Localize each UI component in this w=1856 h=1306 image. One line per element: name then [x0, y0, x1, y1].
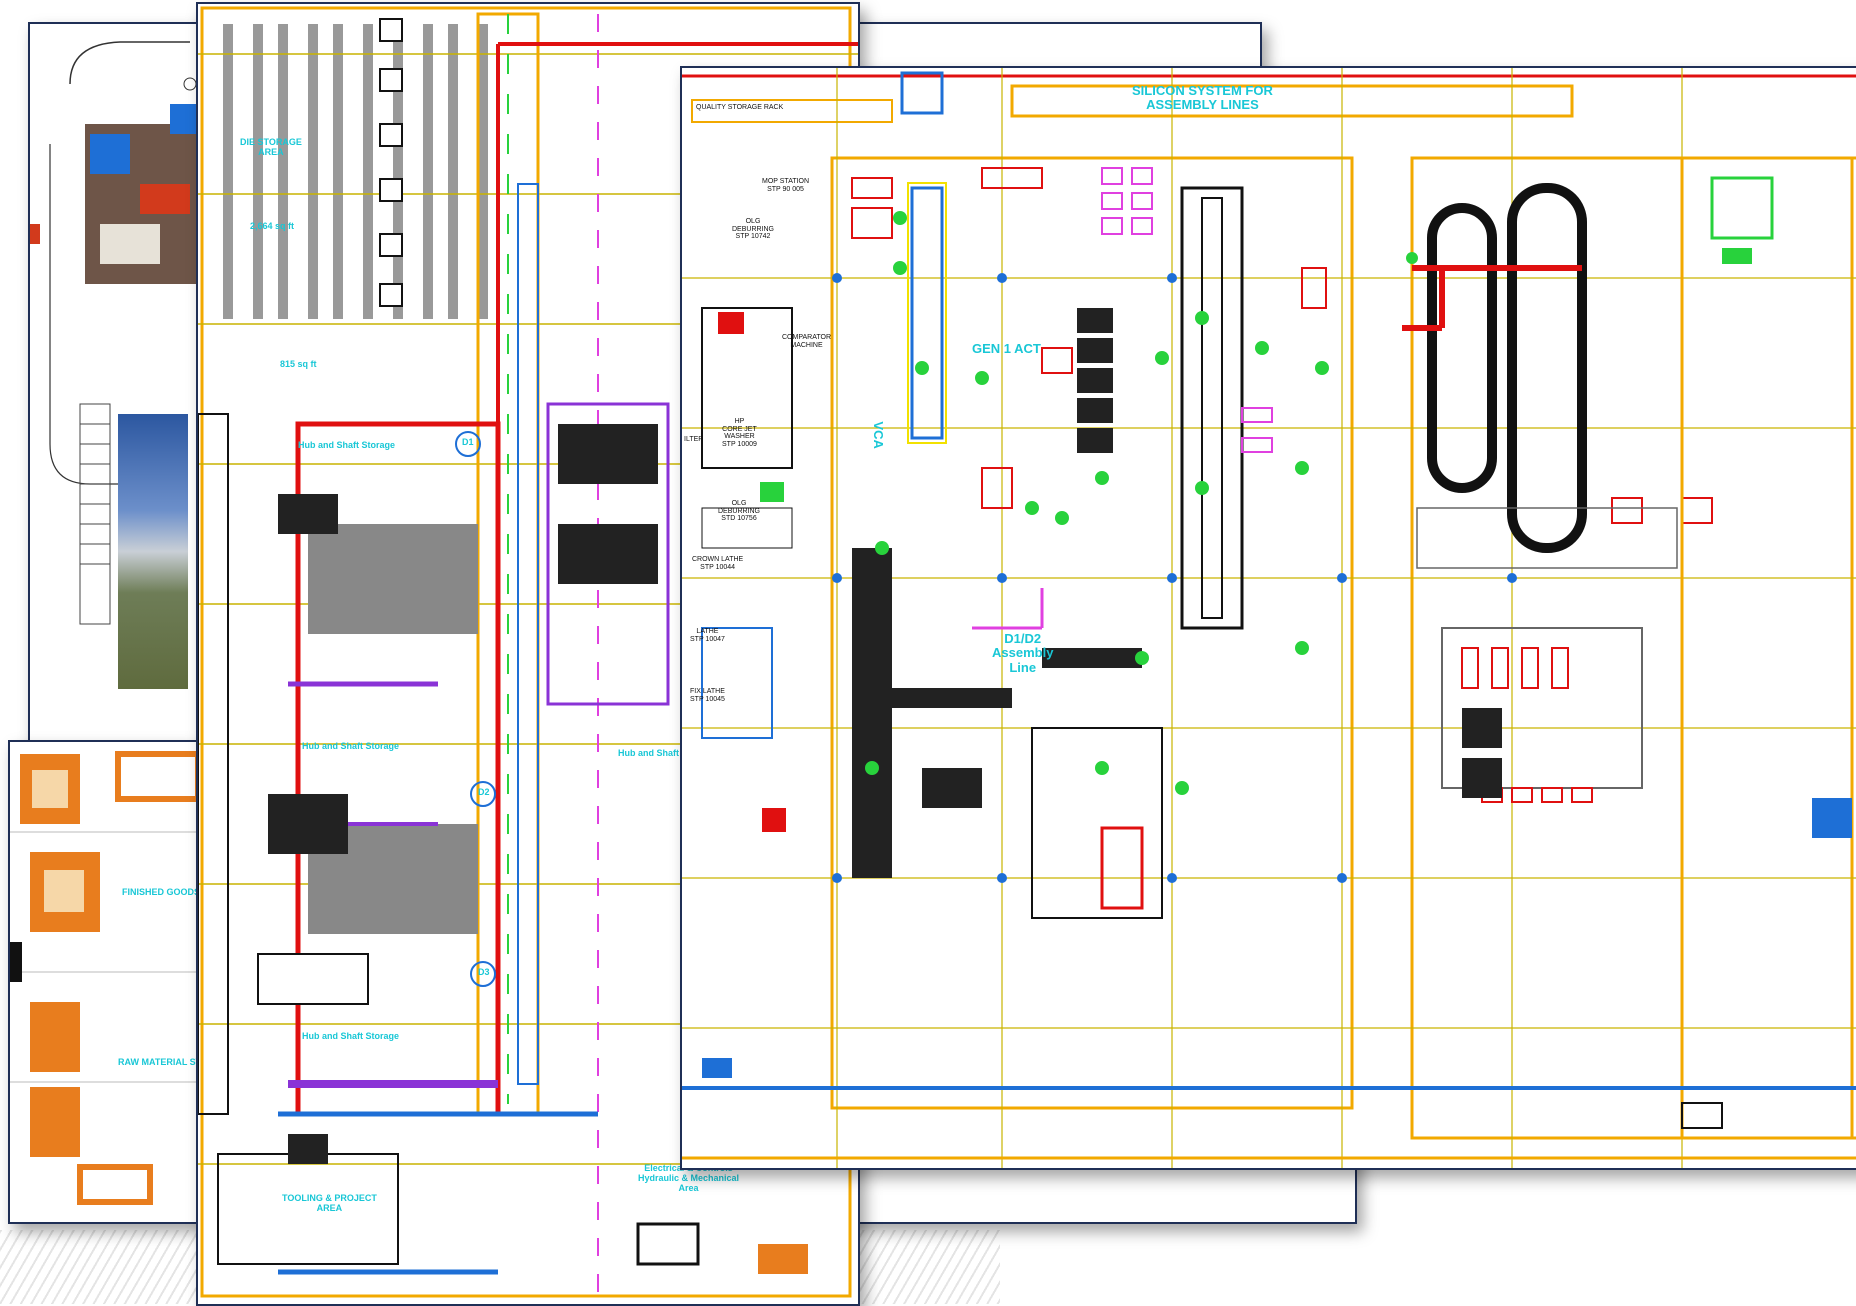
olg-deburring-label-1: OLG DEBURRING STP 10742	[732, 218, 775, 241]
tall-floor-plan-drawing	[198, 6, 858, 1298]
quality-storage-label: QUALITY STORAGE RACK	[696, 104, 784, 111]
warehouse-drawing	[10, 751, 210, 1205]
warehouse-label-finished: FINISHED GOODS STORAGE	[122, 887, 247, 897]
d1d2-line-label: D1/D2 Assembly Line	[992, 631, 1054, 675]
comparator-label: COMPARATOR MACHINE	[782, 334, 832, 349]
fix-lathe-label: FIX LATHE STP 10045	[690, 688, 725, 703]
lathe-label: LATHE STP 10047	[690, 628, 725, 643]
tooling-area-label: TOOLING & PROJECT AREA	[282, 1193, 377, 1213]
silicon-system-label: SILICON SYSTEM FOR ASSEMBLY LINES	[1132, 83, 1273, 113]
building-photo	[118, 414, 188, 689]
hub-right-label: Hub and Shaft	[618, 748, 679, 758]
mop-station-label: MOP STATION STP 90 005	[762, 178, 810, 193]
d1-label: D1	[462, 437, 474, 447]
hub-shaft-label-2: Hub and Shaft Storage	[302, 741, 400, 751]
hub-shaft-label-3: Hub and Shaft Storage	[302, 1031, 400, 1041]
olg-deburring-label-2: OLG DEBURRING STD 10756	[718, 500, 761, 523]
crown-lathe-label: CROWN LATHE STP 10044	[692, 556, 744, 571]
sqft-label-2: 815 sq ft	[280, 359, 317, 369]
vca-label: VCA	[870, 421, 886, 449]
main-floor-plan-sheet: SILICON SYSTEM FOR ASSEMBLY LINES QUALIT…	[680, 66, 1856, 1170]
hub-shaft-label-1: Hub and Shaft Storage	[298, 440, 396, 450]
gen1-act-label: GEN 1 ACT	[972, 341, 1041, 356]
main-floor-plan-drawing	[682, 68, 1856, 1168]
site-plan-drawing	[30, 41, 215, 625]
die-storage-label: DIE STORAGE AREA	[240, 137, 302, 157]
ilter-label: ILTER	[684, 436, 704, 443]
d3-label: D3	[478, 967, 490, 977]
sqft-label-1: 2,664 sq ft	[250, 221, 295, 231]
d2-label: D2	[478, 787, 490, 797]
hp-washer-label: HP CORE JET WASHER STP 10009	[722, 418, 757, 449]
warehouse-label-raw: RAW MATERIAL STORAGE	[118, 1057, 235, 1067]
